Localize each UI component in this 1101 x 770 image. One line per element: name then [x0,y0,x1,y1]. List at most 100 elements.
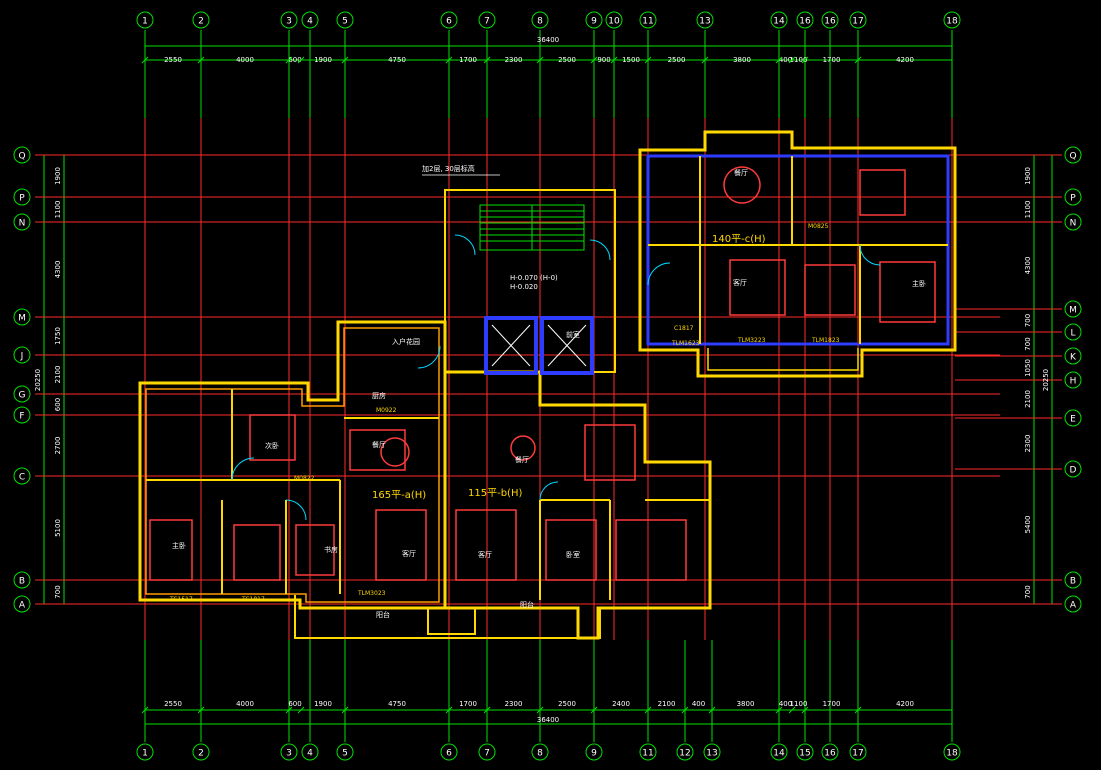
row-axis-bubble-right-circle [1064,188,1082,206]
room-label: 客厅 [402,549,416,558]
dimension-tick [483,706,491,714]
window-tag: TLM3023 [357,590,386,597]
dimension-text-bottom: 1900 [314,700,332,708]
dimension-tick [285,706,293,714]
dimension-text-left: 1900 [54,167,62,185]
room-label: 入户花园 [392,337,420,346]
dimension-text-bottom: 1700 [459,700,477,708]
column-axis-bubble-bottom-circle [192,743,210,761]
dimension-tick [197,56,205,64]
row-axis-bubble-right: N [1070,219,1077,229]
room-label: 客厅 [478,550,492,559]
dimension-text-top: 3800 [733,56,751,64]
column-extension-lines [144,30,953,742]
room-label: 餐厅 [515,455,529,464]
dimension-text-right: 700 [1024,314,1032,327]
row-axis-bubble-right-circle [1064,213,1082,231]
column-axis-bubble-top: 10 [608,17,620,27]
dimension-text-left: 2100 [54,366,62,384]
furniture [149,166,936,581]
dimension-tick [801,56,809,64]
room-label: 主卧 [172,541,186,550]
row-axis-bubble-left-circle [13,308,31,326]
row-axis-bubble-right-circle [1064,460,1082,478]
dimension-tick [701,56,709,64]
room-labels: 客厅 餐厅 主卧 次卧 书房 厨房 客厅 餐厅 卧室 客厅 餐厅 主卧 前室 入… [172,168,926,619]
dimension-tick [341,706,349,714]
column-axis-bubble-top-circle [192,11,210,29]
column-axis-bubble-top-circle [943,11,961,29]
column-axis-bubble-top-circle [440,11,458,29]
column-axis-bubble-bottom-circle [478,743,496,761]
dimension-text-right: 2100 [1024,390,1032,408]
column-axis-bubble-top: 5 [342,17,348,27]
row-axis-bubble-left-circle [13,346,31,364]
row-axis-bubble-right: K [1070,353,1077,363]
column-axis-bubble-top: 9 [591,17,597,27]
dimension-tick [854,56,862,64]
dimension-text-left: 600 [54,398,62,411]
window-tag: TLM1623 [671,340,700,347]
dimension-text-bottom: 600 [288,700,301,708]
dimension-text-top: 1900 [314,56,332,64]
dimension-text-bottom: 400 [692,700,705,708]
dimension-text-top: 900 [597,56,610,64]
room-label: 卧室 [566,550,580,559]
window-tag: TLM3223 [737,337,766,344]
row-axis-bubble-left-circle [13,467,31,485]
dimension-text-top: 1500 [622,56,640,64]
fixtures-cyan [231,234,881,521]
dimension-tick [536,706,544,714]
total-width-top: 36400 [537,36,559,44]
column-axis-bubble-bottom: 6 [446,749,452,759]
window-tag: TLM1823 [811,337,840,344]
column-axis-bubble-top-circle [280,11,298,29]
column-axis-bubble-bottom-circle [301,743,319,761]
dimension-tick [854,706,862,714]
window-tag: M0822 [294,475,315,482]
window-tag: C1817 [674,325,694,332]
dimension-text-top: 1700 [459,56,477,64]
row-axis-bubble-right: E [1070,415,1076,425]
room-label: 次卧 [265,441,279,450]
column-axis-bubble-bottom: 11 [642,749,653,759]
column-axis-bubble-bottom: 4 [307,749,313,759]
column-axis-bubble-bottom-circle [849,743,867,761]
dimension-text-right: 2300 [1024,435,1032,453]
column-axis-bubble-bottom-circle [639,743,657,761]
column-axis-bubble-bottom: 13 [706,749,717,759]
column-axis-bubble-bottom-circle [440,743,458,761]
dimension-text-top: 2300 [505,56,523,64]
row-axis-bubble-left-circle [13,385,31,403]
row-axis-bubble-right-circle [1064,300,1082,318]
column-axis-bubble-bottom-circle [770,743,788,761]
column-axis-bubble-top-circle [605,11,623,29]
dimension-tick [141,56,149,64]
dimension-text-top: 4200 [896,56,914,64]
dimension-text-bottom: 2100 [658,700,676,708]
room-label: 主卧 [912,279,926,288]
interior-walls [146,156,948,600]
dimension-text-right: 4300 [1024,257,1032,275]
stair-treads [479,204,585,251]
column-axis-bubble-top: 3 [286,17,292,27]
dimension-text-right: 1100 [1024,201,1032,219]
column-axis-bubble-top-circle [301,11,319,29]
dimension-text-bottom: 2300 [505,700,523,708]
dimension-tick [681,706,689,714]
dimension-text-top: 4750 [388,56,406,64]
column-axis-bubble-bottom: 2 [198,749,204,759]
column-axis-bubble-bottom: 8 [537,749,543,759]
column-axis-bubble-bottom: 5 [342,749,348,759]
room-label: 前室 [566,330,580,339]
column-axis-bubble-top: 8 [537,17,543,27]
column-axis-bubble-bottom: 7 [484,749,490,759]
dimension-tick [285,56,293,64]
dimension-text-top: 400 [779,56,792,64]
dimension-tick [788,56,796,64]
total-width-bottom: 36400 [537,716,559,724]
column-axis-bubble-top-circle [696,11,714,29]
dimension-tick [197,706,205,714]
